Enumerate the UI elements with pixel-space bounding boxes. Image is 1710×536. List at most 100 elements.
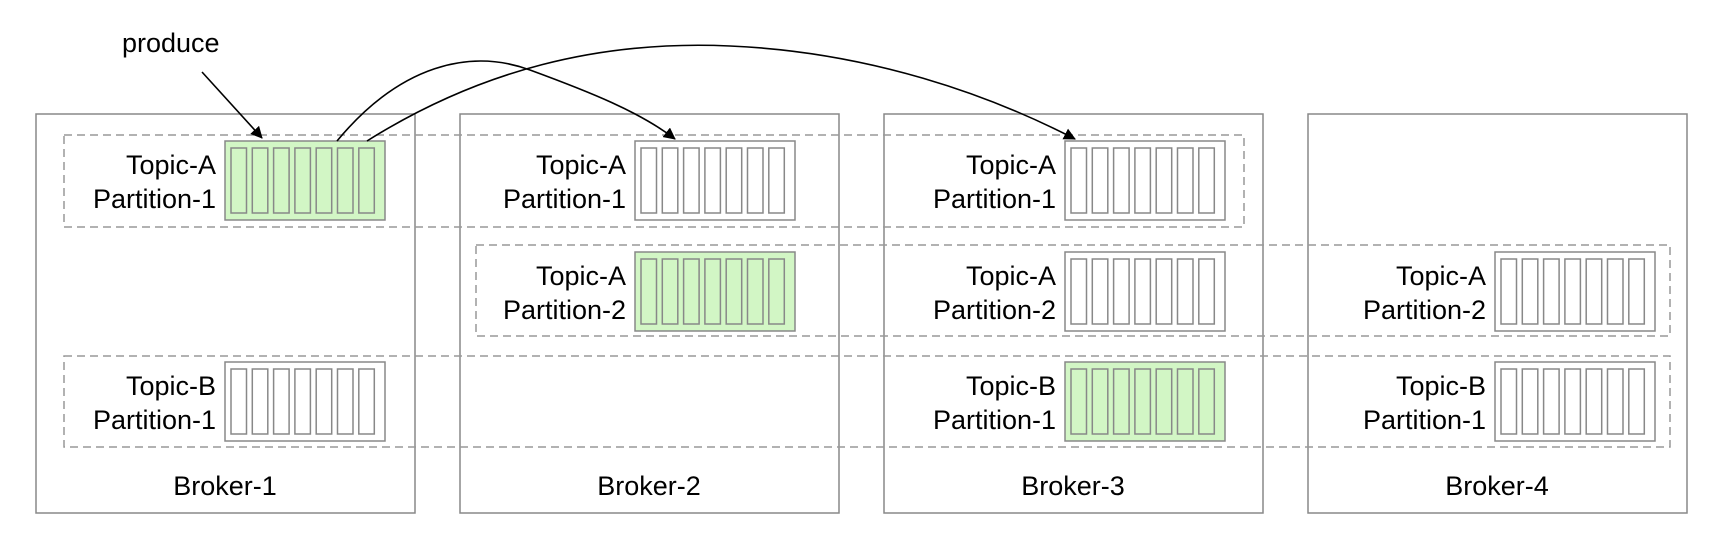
log-segment	[251, 147, 269, 214]
replica-partition-label: Partition-2	[503, 295, 626, 325]
log-segment	[661, 258, 679, 325]
log-segment	[1070, 147, 1088, 214]
log-segment	[640, 147, 658, 214]
log-segment	[1606, 368, 1624, 435]
partition-log-frame	[224, 140, 386, 221]
log-segment	[294, 368, 312, 435]
partition-log	[1064, 251, 1226, 332]
log-segment	[1155, 147, 1173, 214]
replica-broker1-topic-a-p1: Topic-A Partition-1	[93, 140, 386, 221]
log-segment	[1070, 368, 1088, 435]
log-segment	[1585, 368, 1603, 435]
log-segment	[768, 258, 786, 325]
log-segment	[1176, 368, 1194, 435]
produce-label: produce	[122, 28, 220, 58]
replica-topic-label: Topic-B	[1396, 371, 1486, 401]
log-segment	[1112, 258, 1130, 325]
partition-log	[1064, 361, 1226, 442]
partition-log	[1494, 361, 1656, 442]
log-segment	[1198, 258, 1216, 325]
broker-3-box	[883, 113, 1264, 514]
replica-partition-label: Partition-1	[503, 184, 626, 214]
partition-log-frame	[1064, 251, 1226, 332]
log-segment	[251, 368, 269, 435]
partition-log	[634, 140, 796, 221]
partition-log-frame	[1494, 361, 1656, 442]
partition-log-frame	[634, 140, 796, 221]
broker-1-box	[35, 113, 416, 514]
partition-group-topic-a-p1	[63, 134, 1245, 228]
log-segment	[1091, 147, 1109, 214]
log-segment	[1606, 258, 1624, 325]
log-segment	[1176, 147, 1194, 214]
replica-broker1-topic-b-p1: Topic-B Partition-1	[93, 361, 386, 442]
partition-log-frame	[634, 251, 796, 332]
log-segment	[1134, 258, 1152, 325]
replica-partition-label: Partition-2	[933, 295, 1056, 325]
produce-arrow	[201, 71, 263, 139]
partition-group-topic-a-p2	[475, 244, 1671, 337]
log-segment	[704, 258, 722, 325]
replica-topic-label: Topic-A	[966, 261, 1056, 291]
log-segment	[1112, 147, 1130, 214]
broker-3-label: Broker-3	[1021, 471, 1125, 501]
log-segment	[315, 147, 333, 214]
log-segment	[272, 368, 290, 435]
replica-broker4-topic-b-p1: Topic-B Partition-1	[1363, 361, 1656, 442]
log-segment	[272, 147, 290, 214]
partition-log-frame	[224, 361, 386, 442]
log-segment	[746, 147, 764, 214]
log-segment	[1134, 147, 1152, 214]
log-segment	[725, 258, 743, 325]
replica-partition-label: Partition-1	[1363, 405, 1486, 435]
replica-broker2-topic-a-p1: Topic-A Partition-1	[503, 140, 796, 221]
replica-broker3-topic-a-p2: Topic-A Partition-2	[933, 251, 1226, 332]
log-segment	[336, 368, 354, 435]
log-segment	[1542, 368, 1560, 435]
replica-broker2-topic-a-p2: Topic-A Partition-2	[503, 251, 796, 332]
replica-broker3-topic-b-p1: Topic-B Partition-1	[933, 361, 1226, 442]
replication-arrow-to-broker2	[336, 60, 676, 142]
log-segment	[1500, 258, 1518, 325]
broker-2-label: Broker-2	[597, 471, 701, 501]
log-segment	[640, 258, 658, 325]
log-segment	[1542, 258, 1560, 325]
replication-arrow-to-broker3	[366, 44, 1076, 142]
log-segment	[1564, 258, 1582, 325]
partition-log-frame	[1064, 140, 1226, 221]
log-segment	[1628, 368, 1646, 435]
broker-4-box	[1307, 113, 1688, 514]
partition-log	[224, 361, 386, 442]
log-segment	[1176, 258, 1194, 325]
log-segment	[1521, 368, 1539, 435]
partition-group-topic-b-p1	[63, 355, 1671, 448]
log-segment	[1112, 368, 1130, 435]
log-segment	[682, 147, 700, 214]
log-segment	[315, 368, 333, 435]
partition-log	[224, 140, 386, 221]
broker-2-box	[459, 113, 840, 514]
replica-topic-label: Topic-A	[536, 261, 626, 291]
partition-log-frame	[1494, 251, 1656, 332]
replica-topic-label: Topic-B	[126, 371, 216, 401]
broker-1-label: Broker-1	[173, 471, 277, 501]
log-segment	[294, 147, 312, 214]
replica-topic-label: Topic-A	[126, 150, 216, 180]
log-segment	[1585, 258, 1603, 325]
log-segment	[230, 368, 248, 435]
replica-topic-label: Topic-A	[966, 150, 1056, 180]
replica-topic-label: Topic-A	[1396, 261, 1486, 291]
log-segment	[1521, 258, 1539, 325]
log-segment	[1628, 258, 1646, 325]
log-segment	[1155, 368, 1173, 435]
broker-4-label: Broker-4	[1445, 471, 1549, 501]
replica-partition-label: Partition-1	[933, 405, 1056, 435]
log-segment	[358, 147, 376, 214]
replica-partition-label: Partition-1	[93, 184, 216, 214]
partition-log	[634, 251, 796, 332]
log-segment	[682, 258, 700, 325]
partition-log	[1494, 251, 1656, 332]
log-segment	[1155, 258, 1173, 325]
log-segment	[1091, 368, 1109, 435]
